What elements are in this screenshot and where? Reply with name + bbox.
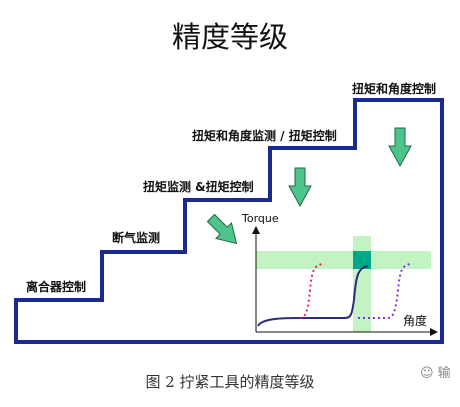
tolerance-overlap	[353, 251, 371, 269]
x-axis-arrowhead	[430, 328, 438, 336]
diagonal-arrow-icon	[206, 213, 238, 245]
staircase-outline	[14, 98, 444, 344]
main-tightening-curve	[257, 265, 369, 327]
figure-caption: 图 2 拧紧工具的精度等级	[145, 373, 315, 391]
torque-angle-inset: Torque 角度	[241, 212, 438, 336]
red-dotted-curve	[299, 263, 323, 319]
y-axis-label: Torque	[241, 212, 279, 225]
down-arrow-icon	[288, 167, 312, 208]
step-label-torque-angle-monitoring: 扭矩和角度监测 / 扭矩控制	[192, 129, 337, 143]
step-label-torque-angle-control: 扭矩和角度控制	[352, 82, 437, 96]
torque-tolerance-band	[256, 251, 431, 269]
x-axis-label: 角度	[403, 313, 427, 328]
step-label-shutoff-monitoring: 断气监测	[112, 231, 161, 245]
purple-dotted-curve	[358, 263, 411, 319]
watermark: ☺ 输	[420, 366, 451, 381]
page-title: 精度等级	[171, 20, 288, 54]
down-arrow-icon	[388, 127, 412, 168]
step-label-torque-monitoring-control: 扭矩监测 &扭矩控制	[143, 180, 254, 194]
y-axis-arrowhead	[252, 226, 260, 234]
step-label-clutch-control: 离合器控制	[26, 280, 87, 294]
